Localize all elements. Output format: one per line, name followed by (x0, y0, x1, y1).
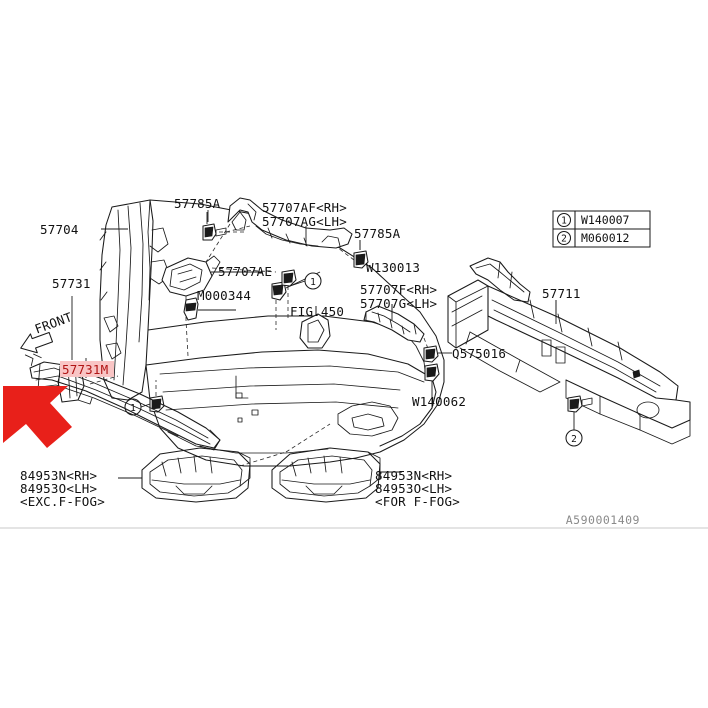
svg-text:1: 1 (130, 403, 136, 414)
callout-57707AG: 57707AG<LH> (262, 214, 347, 229)
legend-box: 1 2 W140007 M060012 (552, 210, 651, 248)
callout-57785A-right: 57785A (354, 226, 401, 241)
legend-row-1-part: M060012 (581, 231, 629, 245)
callout-57785A-left: 57785A (174, 196, 221, 211)
callout-57731: 57731 (52, 276, 91, 291)
callout-M000344: M000344 (197, 288, 251, 303)
part-57707AE-bracket (161, 255, 277, 357)
front-orientation-marker: FRONT (20, 309, 75, 366)
part-Q575016-bolt (423, 345, 452, 363)
fog-label-left-line1: 84953N<RH> (20, 468, 97, 483)
callout-57711: 57711 (542, 286, 581, 301)
part-W130013-clip (271, 271, 321, 330)
fog-label-right-line1: 84953N<RH> (375, 468, 452, 483)
callout-Q575016: Q575016 (452, 346, 506, 361)
svg-text:1: 1 (310, 277, 316, 288)
fog-bezel-left (118, 447, 287, 503)
part-57707AF-retainer (205, 197, 353, 263)
callout-57707AE: 57707AE (218, 264, 272, 279)
highlighted-part-number: 57731M (60, 361, 114, 377)
part-W140062-clip (424, 363, 440, 408)
part-57785A-bolt-left (202, 210, 251, 241)
callout-W130013: W130013 (366, 260, 420, 275)
part-M000344-clip (183, 297, 236, 321)
part-57711-reinforcement (447, 257, 691, 445)
callout-W140062: W140062 (412, 394, 466, 409)
legend-row-0-part: W140007 (581, 213, 630, 227)
diagram-id: A590001409 (566, 513, 640, 527)
callout-57704: 57704 (40, 222, 79, 237)
callout-leader-lines (71, 212, 557, 360)
fog-label-right-line3: <FOR F-FOG> (375, 494, 460, 509)
svg-text:1: 1 (561, 216, 567, 227)
part-FIG450-piece (299, 306, 331, 349)
callout-57707G: 57707G<LH> (360, 296, 437, 311)
front-label: FRONT (33, 309, 75, 336)
callout-FIG450: FIG.450 (290, 304, 344, 319)
part-57707F-retainer (363, 304, 431, 355)
fog-label-left-line2: 84953O<LH> (20, 481, 97, 496)
svg-text:2: 2 (571, 434, 577, 445)
highlight-part-text: 57731M (62, 362, 108, 377)
fog-bezel-right (271, 423, 402, 503)
ref-marker-2: 2 (565, 395, 593, 447)
fog-label-left-line3: <EXC.F-FOG> (20, 494, 105, 509)
highlight-arrow (3, 386, 72, 448)
fog-label-right-line2: 84953O<LH> (375, 481, 452, 496)
callout-57707AF: 57707AF<RH> (262, 200, 347, 215)
callout-57707F: 57707F<RH> (360, 282, 437, 297)
svg-text:2: 2 (561, 234, 567, 245)
ref-marker-1-upper: 1 (281, 269, 322, 318)
ref-marker-1-lower: 1 (124, 380, 165, 416)
